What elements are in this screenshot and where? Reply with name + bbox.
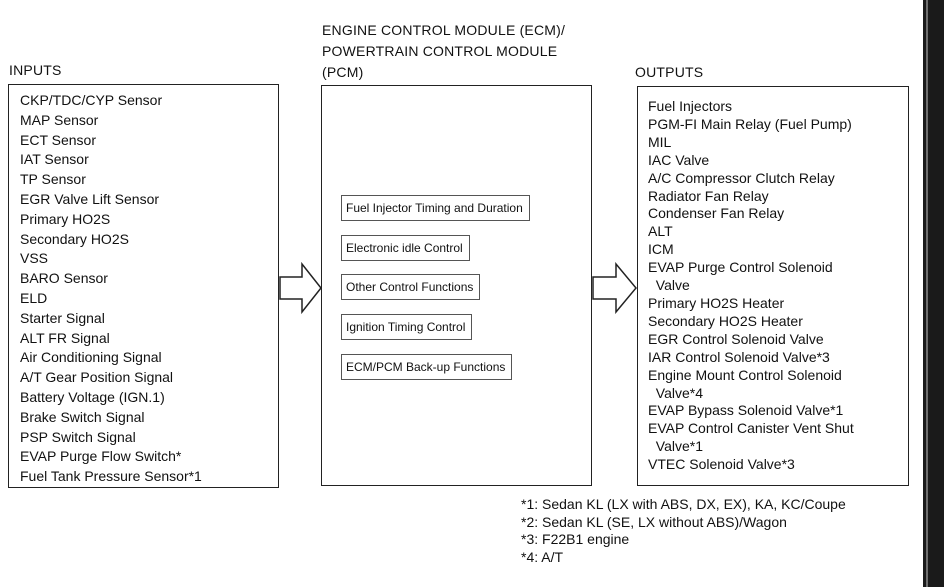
input-item: CKP/TDC/CYP Sensor [20,92,163,108]
input-item: Secondary HO2S [20,230,129,247]
input-item: ALT FR Signal [20,329,110,346]
input-item: PSP Switch Signal [20,428,136,445]
footnote: *3: F22B1 engine [521,531,630,547]
footnotes: *1: Sedan KL (LX with ABS, DX, EX), KA, … [521,496,846,566]
output-item: EGR Control Solenoid Valve [648,330,824,347]
input-item: Battery Voltage (IGN.1) [20,388,165,405]
output-item: EVAP Bypass Solenoid Valve*1 [648,402,844,419]
ecm-heading-line3: (PCM) [322,64,364,80]
input-item: EGR Valve Lift Sensor [20,190,160,207]
ecm-function-box: Ignition Timing Control [341,314,473,340]
input-item: MAP Sensor [20,111,99,128]
input-item: Fuel Tank Pressure Sensor*1 [20,468,202,485]
ecm-heading-line2: POWERTRAIN CONTROL MODULE [322,43,558,59]
input-item: ECT Sensor [20,131,96,148]
inputs-list: CKP/TDC/CYP Sensor MAP Sensor ECT Sensor… [20,91,202,487]
inputs-box: CKP/TDC/CYP Sensor MAP Sensor ECT Sensor… [8,84,279,488]
footnote: *1: Sedan KL (LX with ABS, DX, EX), KA, … [521,496,846,512]
page-edge-border [923,0,944,587]
output-item: Radiator Fan Relay [648,187,769,204]
output-item: PGM-FI Main Relay (Fuel Pump) [648,115,852,132]
input-item: Primary HO2S [20,210,111,227]
output-item: EVAP Purge Control Solenoid [648,259,833,276]
outputs-heading: OUTPUTS [635,64,704,80]
input-to-ecm-arrow-icon [279,262,322,314]
ecm-function-box: Fuel Injector Timing and Duration [341,195,530,221]
footnote: *4: A/T [521,548,564,565]
output-item: ICM [648,241,674,258]
output-item: VTEC Solenoid Valve*3 [648,456,795,473]
footnote: *2: Sedan KL (SE, LX without ABS)/Wagon [521,513,787,530]
input-item: BARO Sensor [20,270,108,287]
input-item: ELD [20,289,48,306]
output-item: Condenser Fan Relay [648,205,785,222]
page-edge-line [926,0,928,587]
output-item: Engine Mount Control Solenoid [648,366,842,383]
ecm-function-box: Other Control Functions [341,274,481,300]
outputs-box: Fuel Injectors PGM-FI Main Relay (Fuel P… [637,86,909,486]
output-item: IAC Valve [648,151,710,168]
output-item: Primary HO2S Heater [648,294,785,311]
output-item: IAR Control Solenoid Valve*3 [648,348,830,365]
output-item: Valve [648,277,690,294]
output-item: ALT [648,223,673,240]
inputs-heading: INPUTS [9,62,62,78]
output-item: Fuel Injectors [648,98,733,114]
output-item: MIL [648,133,672,150]
ecm-function-box: Electronic idle Control [341,235,470,261]
input-item: TP Sensor [20,171,86,188]
ecm-to-output-arrow-icon [592,262,637,314]
outputs-list: Fuel Injectors PGM-FI Main Relay (Fuel P… [648,98,854,474]
output-item: Valve*4 [648,384,703,401]
ecm-heading-line1: ENGINE CONTROL MODULE (ECM)/ [322,22,566,38]
output-item: Valve*1 [648,438,703,455]
ecm-box: Fuel Injector Timing and Duration Electr… [321,85,592,486]
output-item: A/C Compressor Clutch Relay [648,169,835,186]
input-item: IAT Sensor [20,151,89,168]
input-item: Brake Switch Signal [20,408,145,425]
output-item: EVAP Control Canister Vent Shut [648,420,854,437]
input-item: Air Conditioning Signal [20,349,162,366]
input-item: Starter Signal [20,309,105,326]
input-item: VSS [20,250,49,267]
output-item: Secondary HO2S Heater [648,312,803,329]
ecm-function-box: ECM/PCM Back-up Functions [341,354,513,380]
input-item: A/T Gear Position Signal [20,369,174,386]
input-item: EVAP Purge Flow Switch* [20,448,182,465]
